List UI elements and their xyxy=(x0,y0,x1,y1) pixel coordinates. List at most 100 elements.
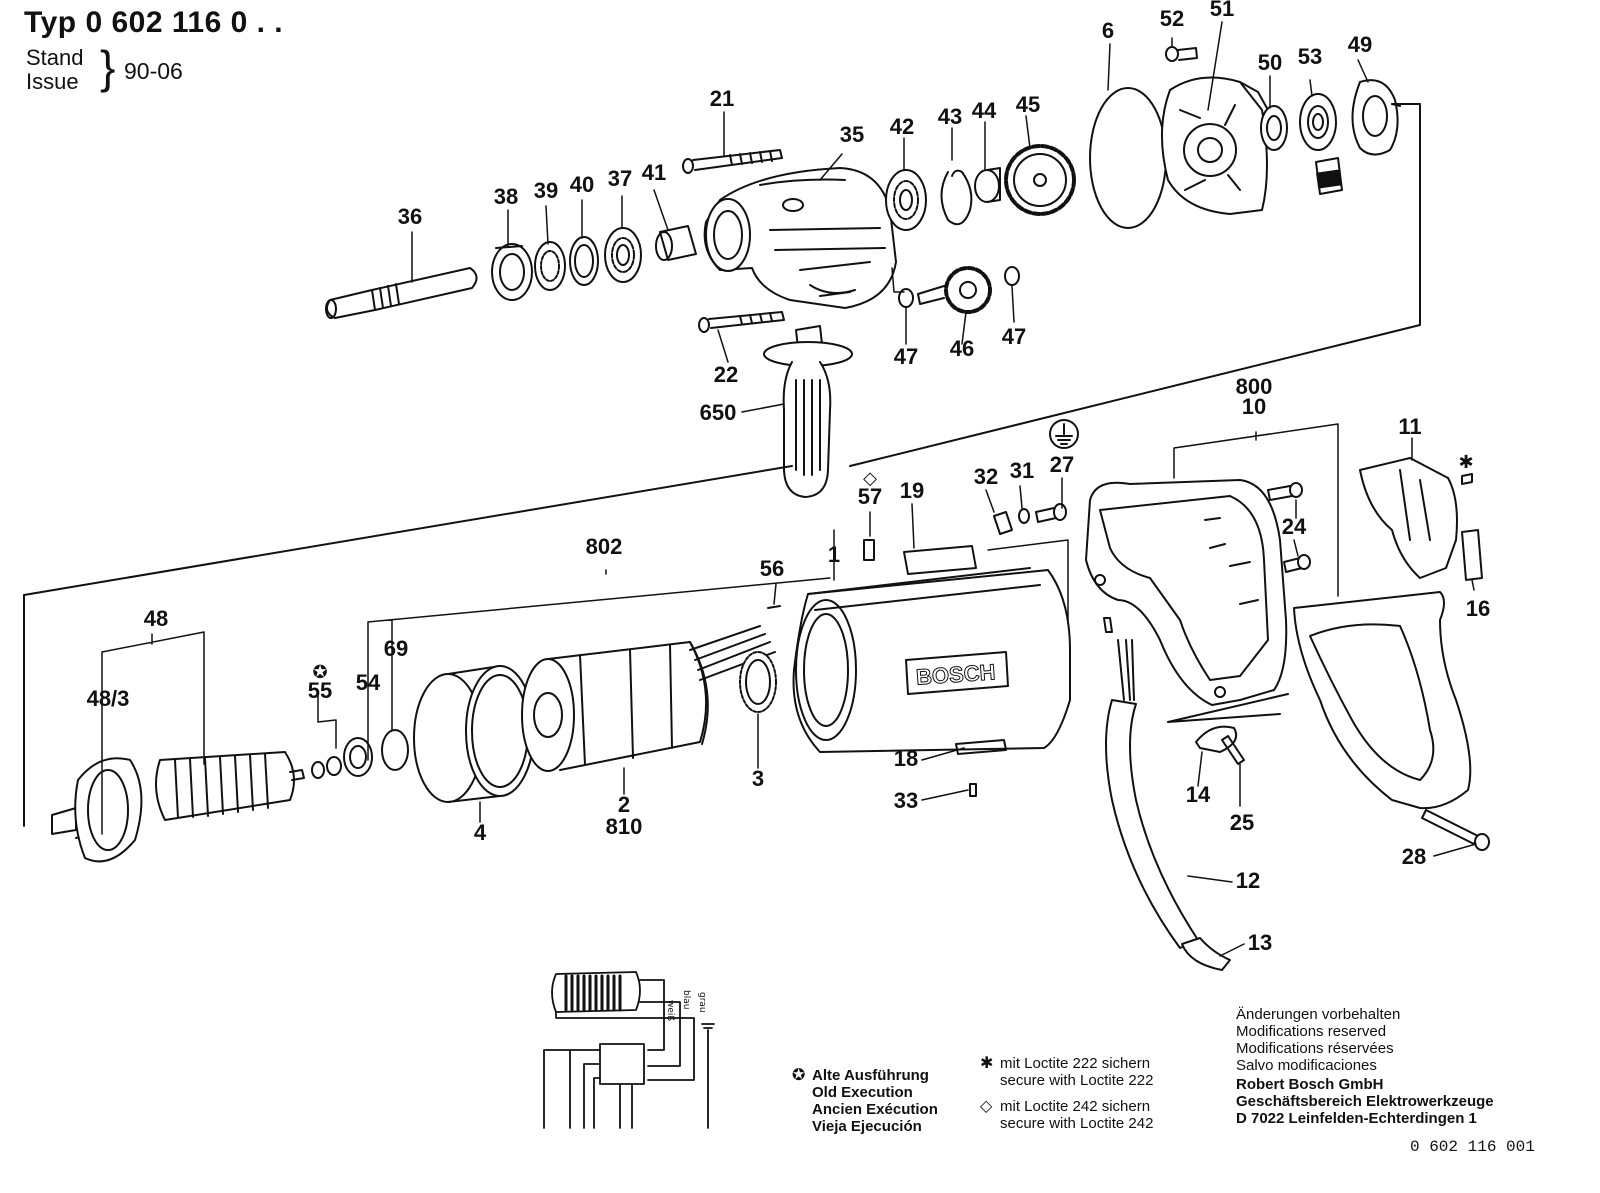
stator xyxy=(521,625,776,772)
handle-shell-10 xyxy=(1085,479,1288,706)
callout-45: 45 xyxy=(1016,92,1040,117)
screw-52 xyxy=(1165,46,1198,62)
callout-37: 37 xyxy=(608,166,632,191)
callout-35: 35 xyxy=(840,122,864,147)
callout-41: 41 xyxy=(642,160,666,185)
plate-under-handle xyxy=(1167,693,1289,723)
handle-shell-800 xyxy=(1293,591,1472,810)
legend-242-de: mit Loctite 242 sichern xyxy=(1000,1098,1151,1115)
screw-28 xyxy=(1421,809,1490,851)
callout-2: 2 xyxy=(618,792,630,817)
callout-12: 12 xyxy=(1236,868,1260,893)
legend-loctite: ✱mit Loctite 222 sichern secure with Loc… xyxy=(980,1054,1153,1132)
o-ring-69 xyxy=(381,729,409,771)
company-division: Geschäftsbereich Elektrowerkzeuge xyxy=(1236,1093,1494,1110)
callout-53: 53 xyxy=(1298,44,1322,69)
callout-31: 31 xyxy=(1010,458,1034,483)
callout-labels: 52 51 6 50 53 49 21 35 42 43 44 45 36 38… xyxy=(87,0,1491,955)
ring-3 xyxy=(739,651,777,713)
wire-label-3: grau xyxy=(697,992,707,1013)
washer-47-right xyxy=(1004,266,1020,286)
callout-42: 42 xyxy=(890,114,914,139)
callout-47-right: 47 xyxy=(1002,324,1026,349)
circlip-43 xyxy=(940,169,973,226)
stand-issue-label: Stand Issue xyxy=(26,46,84,94)
callout-800: 800 xyxy=(1236,374,1273,399)
callout-57: 57 xyxy=(858,484,882,509)
screw-24-upper xyxy=(1267,482,1303,501)
screw-star xyxy=(1461,473,1473,485)
power-cable xyxy=(1103,617,1231,971)
ring-39 xyxy=(534,241,566,291)
flange-51 xyxy=(1161,76,1269,215)
screw-33 xyxy=(969,783,977,797)
spindle xyxy=(325,267,478,319)
wiring-diagram: weiß blau grau xyxy=(543,971,715,1129)
switch-11 xyxy=(1359,457,1458,579)
legend-old-de: Alte Ausführung xyxy=(812,1067,929,1084)
screw-25 xyxy=(1221,735,1245,765)
legend-old-execution: ✪Alte Ausführung Old Execution Ancien Ex… xyxy=(792,1066,938,1135)
callout-10: 10 xyxy=(1242,394,1266,419)
callout-810: 810 xyxy=(606,814,643,839)
o-ring-6 xyxy=(1089,87,1167,229)
wire-label-2: blau xyxy=(681,990,691,1009)
callout-32: 32 xyxy=(974,464,998,489)
callout-36: 36 xyxy=(398,204,422,229)
type-heading: Typ 0 602 116 0 . . xyxy=(24,6,283,40)
screw-27 xyxy=(1035,503,1067,523)
old-execution-marker: ✪ xyxy=(312,662,327,683)
callout-symbols: ◇ ✪ ✱ xyxy=(312,452,1473,683)
mods-de: Änderungen vorbehalten xyxy=(1236,1006,1401,1023)
callout-11: 11 xyxy=(1398,414,1421,439)
callout-38: 38 xyxy=(494,184,518,209)
callout-69: 69 xyxy=(384,636,408,661)
callout-55: 55 xyxy=(308,678,332,703)
callout-3: 3 xyxy=(752,766,764,791)
bearing-42 xyxy=(885,169,927,231)
bearing-54 xyxy=(343,737,373,777)
callout-33: 33 xyxy=(894,788,918,813)
screw-22 xyxy=(698,311,785,333)
callout-4: 4 xyxy=(474,820,487,845)
callout-19: 19 xyxy=(900,478,924,503)
callout-50: 50 xyxy=(1258,50,1282,75)
washer-31 xyxy=(1018,508,1030,524)
callout-52: 52 xyxy=(1160,6,1184,31)
loctite-242-marker: ◇ xyxy=(863,468,877,489)
bearing-53 xyxy=(1299,93,1337,151)
callout-1: 1 xyxy=(828,542,840,567)
washer-47-left xyxy=(898,288,914,308)
wire-label-1: weiß xyxy=(665,1000,675,1021)
leader-lines xyxy=(101,21,1477,957)
bush-44 xyxy=(974,167,1001,203)
gear-housing xyxy=(703,167,897,309)
callout-13: 13 xyxy=(1248,930,1272,955)
cap-49 xyxy=(1351,79,1399,156)
ground-symbol xyxy=(1049,419,1079,449)
callout-54: 54 xyxy=(356,670,381,695)
star-icon: ✱ xyxy=(980,1053,994,1072)
company-address: D 7022 Leinfelden-Echterdingen 1 xyxy=(1236,1110,1477,1127)
capacitor-16 xyxy=(1461,529,1483,581)
legend-242-en: secure with Loctite 242 xyxy=(1000,1115,1154,1132)
washer-55-a xyxy=(311,761,325,779)
pin-56 xyxy=(767,605,781,609)
legend-222-en: secure with Loctite 222 xyxy=(1000,1072,1154,1089)
callout-39: 39 xyxy=(534,178,558,203)
callout-48-3: 48/3 xyxy=(87,686,130,711)
legend-old-es: Vieja Ejecución xyxy=(812,1118,922,1135)
callout-40: 40 xyxy=(570,172,594,197)
legend-old-en: Old Execution xyxy=(812,1084,913,1101)
callout-22: 22 xyxy=(714,362,738,387)
plug-57 xyxy=(863,539,875,561)
ring-50 xyxy=(1260,105,1288,151)
pinion-46 xyxy=(917,266,992,314)
callout-18: 18 xyxy=(894,746,918,771)
washer-55-b xyxy=(326,756,342,776)
auxiliary-handle xyxy=(763,325,853,498)
diamond-icon: ◇ xyxy=(980,1096,993,1115)
mods-fr: Modifications réservées xyxy=(1236,1040,1394,1057)
callout-802: 802 xyxy=(586,534,623,559)
callout-56: 56 xyxy=(760,556,784,581)
